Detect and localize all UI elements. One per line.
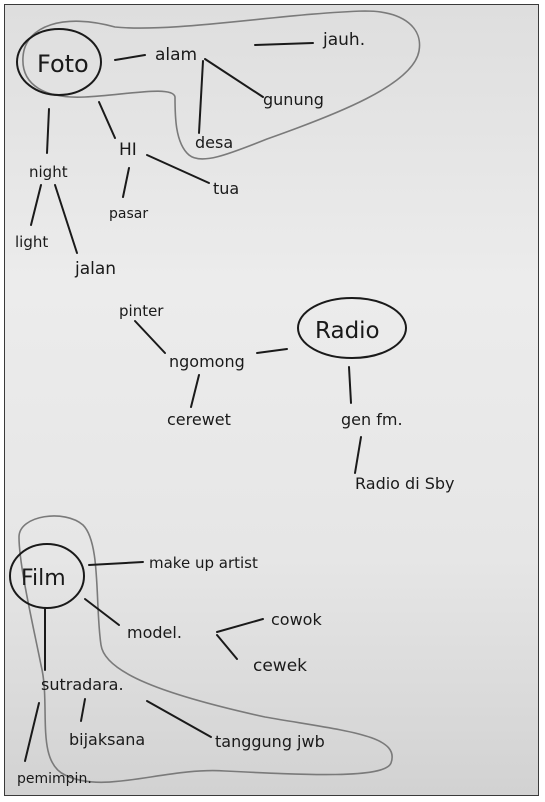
film-hub-label: Film — [21, 566, 66, 591]
edge-genfm-radiosby — [354, 436, 362, 474]
word-light: light — [15, 233, 48, 251]
edge-sutradara-tanggungjwb — [146, 700, 212, 738]
foto-group-outline — [22, 10, 421, 160]
word-pemimpin: pemimpin. — [17, 771, 92, 787]
edge-night-light — [30, 184, 42, 226]
word-radio-di-sby: Radio di Sby — [355, 474, 455, 493]
word-gen-fm: gen fm. — [341, 410, 403, 429]
edge-film-makeup — [88, 561, 144, 566]
edge-foto-hi — [98, 101, 116, 139]
foto-hub-ellipse — [16, 28, 102, 96]
edge-night-jalan — [54, 184, 78, 254]
word-desa: desa — [195, 133, 233, 152]
word-ngomong: ngomong — [169, 352, 245, 371]
edge-alam-gunung — [204, 58, 264, 98]
edge-alam-jauh — [254, 42, 314, 46]
edge-film-model — [84, 598, 120, 626]
edge-pinter-ngomong — [134, 320, 166, 354]
word-alam: alam — [155, 45, 197, 65]
edge-ngomong-cerewet — [190, 374, 200, 408]
word-cerewet: cerewet — [167, 410, 231, 429]
mind-map: Foto alam jauh. gunung desa HI night tua… — [9, 10, 455, 787]
edge-alam-desa — [198, 60, 204, 134]
radio-hub-ellipse — [297, 297, 407, 359]
paper-sheet: Foto alam jauh. gunung desa HI night tua… — [4, 4, 539, 796]
edge-hi-pasar — [122, 167, 130, 198]
edge-radio-genfm — [348, 366, 352, 404]
word-tua: tua — [213, 179, 239, 198]
foto-hub-label: Foto — [37, 50, 89, 78]
edge-sutradara-pemimpin — [24, 702, 40, 762]
radio-hub-label: Radio — [315, 318, 380, 344]
edge-sutradara-bijaksana — [80, 698, 86, 722]
word-tanggung-jwb: tanggung jwb — [215, 732, 325, 751]
edge-model-cewek — [216, 634, 238, 660]
word-hi: HI — [119, 140, 137, 160]
word-cowok: cowok — [271, 610, 322, 629]
word-bijaksana: bijaksana — [69, 730, 145, 749]
word-cewek: cewek — [253, 656, 307, 676]
edge-foto-alam — [114, 54, 146, 61]
edge-ngomong-radio — [256, 348, 288, 354]
film-group-outline — [18, 515, 393, 784]
word-jalan: jalan — [74, 259, 116, 279]
word-jauh: jauh. — [322, 30, 365, 50]
word-sutradara: sutradara. — [41, 675, 124, 694]
film-hub-ellipse — [9, 543, 85, 609]
word-pasar: pasar — [109, 206, 148, 222]
word-gunung: gunung — [263, 90, 324, 109]
edge-model-cowok — [216, 618, 264, 633]
word-make-up-artist: make up artist — [149, 554, 258, 572]
edge-hi-tua — [146, 154, 210, 184]
edge-foto-night — [46, 108, 50, 154]
word-model: model. — [127, 623, 182, 642]
word-pinter: pinter — [119, 302, 164, 320]
word-night: night — [29, 163, 68, 181]
